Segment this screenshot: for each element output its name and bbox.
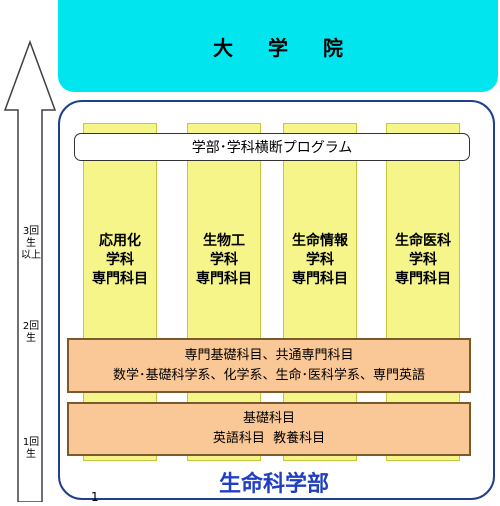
page-number: 1 xyxy=(91,490,99,504)
department-line: 学科 xyxy=(306,252,334,268)
year-label-3rd-and-above: 3回生 以上 xyxy=(21,226,41,261)
department-line: 専門科目 xyxy=(196,271,252,287)
department-line: 学科 xyxy=(106,252,134,268)
year-progression-arrow xyxy=(3,40,57,502)
department-line: 専門科目 xyxy=(92,271,148,287)
department-line: 応用化 xyxy=(99,233,141,249)
specialized-basic-line1: 専門基礎科目、共通専門科目 xyxy=(184,347,354,363)
graduate-school-banner: 大 学 院 xyxy=(58,0,498,92)
graduate-school-label: 大 学 院 xyxy=(213,35,357,60)
basic-courses: 基礎科目 英語科目 教養科目 xyxy=(67,402,471,456)
department-line: 生命医科 xyxy=(395,233,451,249)
year-label-2nd: 2回生 xyxy=(22,321,40,344)
faculty-name: 生命科学部 xyxy=(218,472,329,497)
department-line: 学科 xyxy=(210,252,238,268)
department-line: 生物工 xyxy=(203,233,245,249)
faculty-frame xyxy=(58,100,495,500)
department-line: 専門科目 xyxy=(292,271,348,287)
specialized-basic-courses: 専門基礎科目、共通専門科目 数学･基礎科学系、化学系、生命･医科学系、専門英語 xyxy=(67,338,471,393)
basic-courses-line2: 英語科目 教養科目 xyxy=(212,431,326,446)
department-line: 学科 xyxy=(409,252,437,268)
cross-department-program: 学部･学科横断プログラム xyxy=(74,133,470,161)
department-line: 専門科目 xyxy=(395,271,451,287)
specialized-basic-line2: 数学･基礎科学系、化学系、生命･医科学系、専門英語 xyxy=(112,367,425,383)
basic-courses-line1: 基礎科目 xyxy=(242,411,295,426)
department-line: 生命情報 xyxy=(292,233,348,249)
year-label-1st: 1回生 xyxy=(22,437,40,460)
